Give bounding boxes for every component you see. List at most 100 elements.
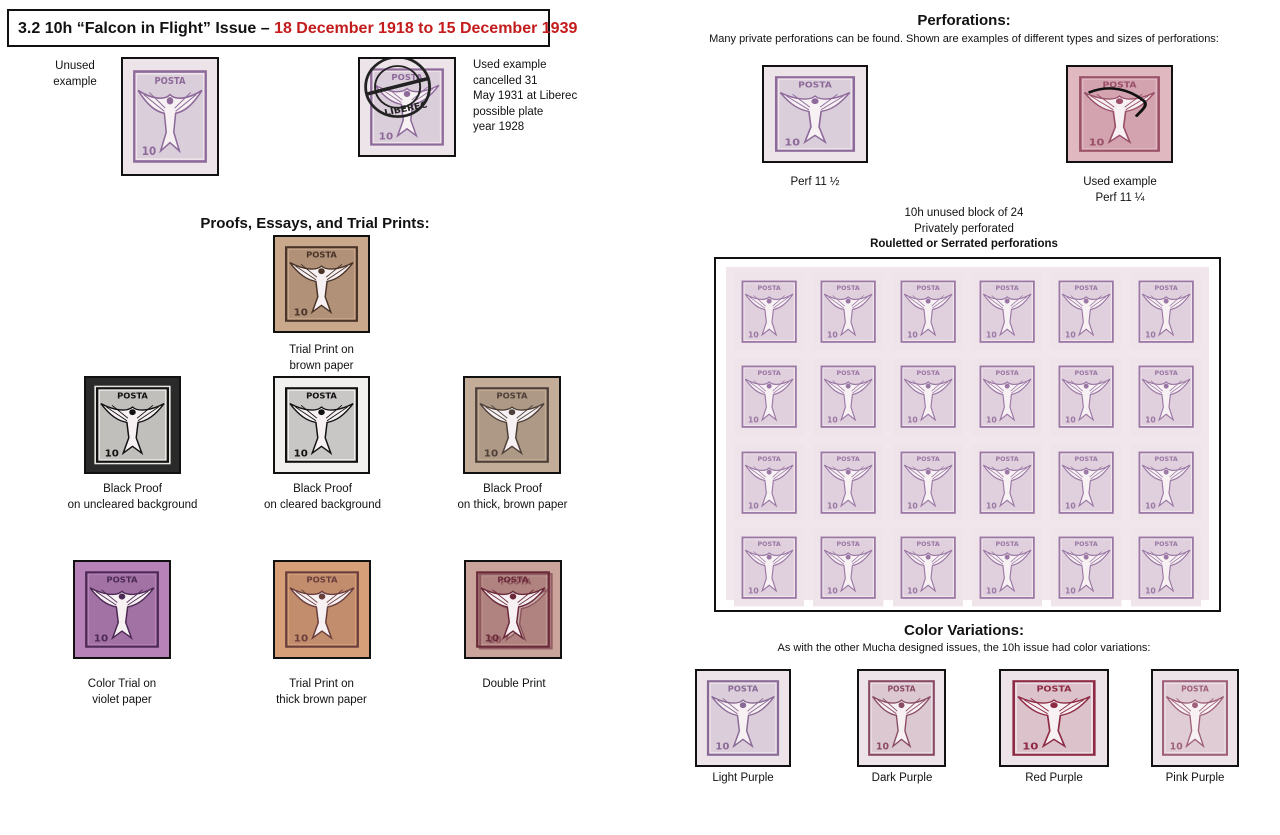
block-stamp: POSTA 10 (1130, 529, 1201, 607)
stamp-sheet: POSTA 10 POSTA 10 POSTA 10 POSTA 10 POST… (726, 267, 1209, 607)
svg-text:10: 10 (1065, 416, 1076, 425)
svg-text:10: 10 (827, 587, 838, 596)
svg-text:10: 10 (748, 587, 759, 596)
block-stamp: POSTA 10 (1130, 358, 1201, 436)
svg-text:10: 10 (784, 137, 800, 148)
svg-text:POSTA: POSTA (1154, 456, 1177, 463)
svg-text:10: 10 (379, 132, 393, 143)
block-stamp: POSTA 10 (1130, 443, 1201, 522)
light-purple-stamp: POSTA 10 (695, 669, 791, 767)
perforations-subtitle: Many private perforations can be found. … (709, 33, 1219, 45)
svg-text:POSTA: POSTA (117, 392, 149, 401)
svg-text:10: 10 (748, 501, 759, 510)
svg-text:10: 10 (907, 501, 918, 510)
color-variations-heading: Color Variations: (903, 622, 1025, 639)
block-stamp: POSTA 10 (892, 443, 963, 522)
svg-text:10: 10 (1022, 742, 1038, 753)
svg-text:10: 10 (1065, 501, 1076, 510)
block-stamp: POSTA 10 (1051, 529, 1122, 607)
svg-text:POSTA: POSTA (154, 77, 185, 88)
double-print-caption: Double Print (482, 678, 546, 690)
svg-text:POSTA: POSTA (728, 685, 759, 694)
svg-text:POSTA: POSTA (1075, 541, 1098, 548)
svg-text:10: 10 (294, 449, 308, 460)
svg-text:10: 10 (748, 416, 759, 425)
svg-text:10: 10 (827, 331, 838, 340)
perf-11-quarter-stamp: POSTA 10 (1066, 65, 1173, 163)
used-caption: Used example cancelled 31 May 1931 at Li… (473, 59, 578, 133)
svg-text:10: 10 (294, 308, 308, 319)
svg-text:POSTA: POSTA (996, 285, 1019, 292)
svg-text:POSTA: POSTA (1036, 685, 1071, 694)
block-stamp: POSTA 10 (813, 529, 884, 607)
svg-text:10: 10 (142, 145, 157, 159)
light-purple-caption: Light Purple (712, 772, 774, 784)
svg-text:10: 10 (1065, 587, 1076, 596)
svg-text:POSTA: POSTA (996, 456, 1019, 463)
svg-text:10: 10 (907, 587, 918, 596)
black-proof-cleared-stamp: POSTA 10 (273, 376, 370, 474)
svg-text:POSTA: POSTA (996, 541, 1019, 548)
block-stamp: POSTA 10 (1051, 273, 1122, 351)
block-stamp: POSTA 10 (813, 273, 884, 351)
svg-text:POSTA: POSTA (1102, 81, 1137, 90)
svg-text:POSTA: POSTA (1154, 370, 1177, 377)
block-caption: 10h unused block of 24 Privately perfora… (870, 207, 1058, 250)
svg-text:POSTA: POSTA (758, 541, 781, 548)
svg-text:10: 10 (1145, 587, 1156, 596)
svg-text:POSTA: POSTA (1154, 285, 1177, 292)
svg-text:POSTA: POSTA (106, 575, 138, 585)
pink-purple-stamp: POSTA 10 (1151, 669, 1239, 767)
svg-text:POSTA: POSTA (306, 392, 338, 401)
proofs-heading: Proofs, Essays, and Trial Prints: (200, 215, 430, 232)
svg-text:10: 10 (1170, 742, 1183, 753)
used-stamp: POSTA 10 LIBEREC (358, 57, 456, 157)
svg-text:10: 10 (907, 331, 918, 340)
perf-11-half-caption: Perf 11 ½ (790, 176, 840, 188)
svg-text:POSTA: POSTA (837, 456, 860, 463)
svg-text:10: 10 (105, 449, 119, 460)
svg-text:POSTA: POSTA (916, 370, 939, 377)
svg-text:POSTA: POSTA (497, 575, 529, 585)
block-stamp: POSTA 10 (972, 273, 1043, 351)
svg-text:POSTA: POSTA (916, 285, 939, 292)
svg-text:POSTA: POSTA (1075, 285, 1098, 292)
svg-text:POSTA: POSTA (916, 541, 939, 548)
block-stamp: POSTA 10 (892, 529, 963, 607)
color-variations-subtitle: As with the other Mucha designed issues,… (777, 642, 1151, 654)
svg-text:10: 10 (715, 742, 729, 753)
svg-text:10: 10 (1065, 331, 1076, 340)
svg-text:POSTA: POSTA (837, 370, 860, 377)
trial-print-thick-brown-stamp: POSTA 10 (273, 560, 371, 659)
svg-text:POSTA: POSTA (758, 285, 781, 292)
svg-text:POSTA: POSTA (500, 577, 532, 587)
svg-text:POSTA: POSTA (1181, 684, 1209, 693)
perf-11-half-stamp: POSTA 10 (762, 65, 868, 163)
svg-text:10: 10 (484, 449, 499, 459)
black-proof-uncleared-stamp: POSTA 10 (84, 376, 181, 474)
svg-text:10: 10 (827, 416, 838, 425)
block-stamp: POSTA 10 (972, 529, 1043, 607)
page-title: 3.2 10h “Falcon in Flight” Issue – 18 De… (7, 9, 577, 47)
trial-print-brown-stamp: POSTA 10 (273, 235, 370, 333)
unused-stamp: POSTA 10 (121, 57, 219, 176)
block-stamp: POSTA 10 (1051, 358, 1122, 436)
svg-text:10: 10 (1145, 501, 1156, 510)
black-proof-brown-stamp: POSTA 10 (463, 376, 561, 474)
svg-text:POSTA: POSTA (916, 456, 939, 463)
block-stamp: POSTA 10 (734, 358, 805, 436)
color-trial-violet-stamp: POSTA 10 (73, 560, 171, 659)
block-stamp: POSTA 10 (972, 443, 1043, 522)
svg-text:POSTA: POSTA (837, 541, 860, 548)
svg-text:10: 10 (748, 331, 759, 340)
block-stamp: POSTA 10 (813, 443, 884, 522)
svg-text:POSTA: POSTA (306, 251, 338, 260)
block-stamp: POSTA 10 (892, 358, 963, 436)
